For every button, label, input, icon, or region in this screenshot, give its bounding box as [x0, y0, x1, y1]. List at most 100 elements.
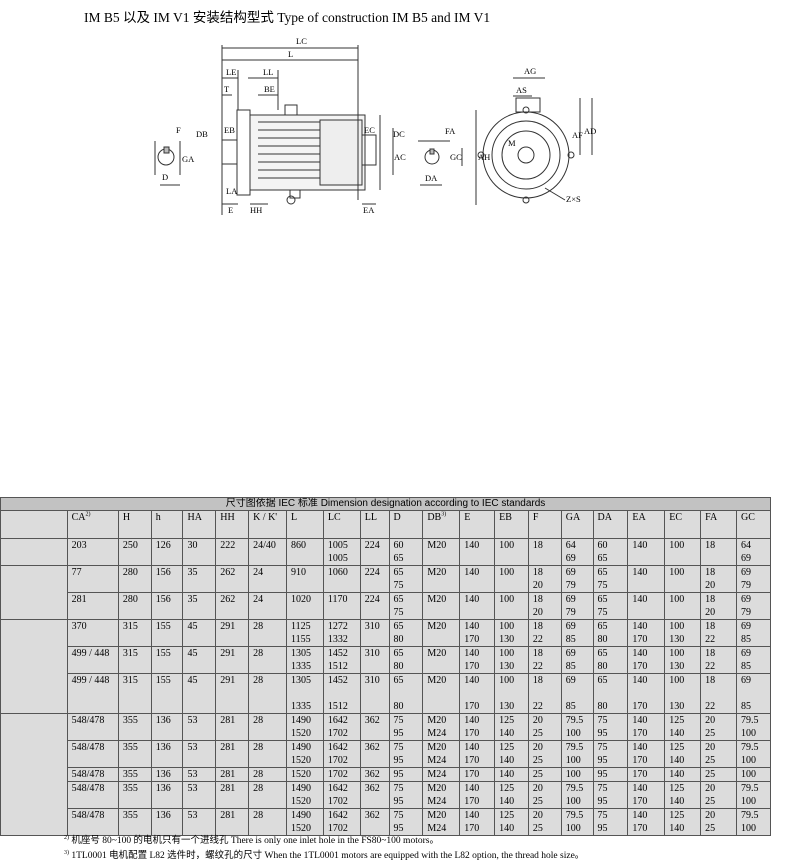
table-cell: 140 — [627, 538, 666, 566]
table-cell: 548/478 — [66, 713, 119, 741]
table-cell: 100 — [736, 767, 771, 782]
table-cell: 95 — [388, 767, 424, 782]
table-cell: 20 25 — [700, 713, 738, 741]
table-cell: 315 — [117, 619, 152, 647]
table-cell: 140 170 — [459, 740, 496, 768]
table-cell: 310 — [359, 673, 390, 714]
table-cell: 18 22 — [527, 646, 562, 674]
table-cell: 355 — [117, 713, 152, 741]
table-cell: 35 — [182, 592, 217, 620]
table-cell: 1020 — [285, 592, 324, 620]
table-cell: 1272 1332 — [322, 619, 361, 647]
table-cell: M20 — [422, 592, 461, 620]
dim-label: EC — [364, 125, 375, 135]
table-cell: 280 — [117, 565, 152, 593]
table-cell: 1305 1335 — [285, 646, 324, 674]
table-cell: M20 — [422, 646, 461, 674]
table-cell: 65 80 — [592, 673, 629, 714]
table-cell: 1490 1520 — [285, 713, 324, 741]
table-cell: 136 — [150, 740, 184, 768]
table-cell: 18 — [527, 538, 562, 566]
table-cell: 310 — [359, 619, 390, 647]
table-cell: 355 — [117, 767, 152, 782]
dim-label: DA — [425, 173, 438, 183]
table-caption: 尺寸图依据 IEC 标准 Dimension designation accor… — [0, 497, 771, 511]
table-cell: 291 — [215, 646, 250, 674]
table-cell: 362 — [359, 767, 390, 782]
table-cell: 100 — [494, 592, 529, 620]
table-cell: 125 140 — [494, 713, 529, 741]
column-header: HH — [215, 510, 250, 539]
table-cell: 1170 — [322, 592, 361, 620]
table-cell: 64 69 — [560, 538, 594, 566]
table-cell: 65 80 — [592, 619, 629, 647]
column-header: DA — [592, 510, 629, 539]
table-cell: 45 — [182, 673, 217, 714]
table-cell: 125 140 — [664, 808, 702, 836]
table-cell: 30 — [182, 538, 217, 566]
column-header: L — [285, 510, 324, 539]
table-cell: 362 — [359, 808, 390, 836]
table-cell: 1642 1702 — [322, 713, 361, 741]
table-cell: 548/478 — [66, 740, 119, 768]
table-cell: 75 95 — [388, 808, 424, 836]
table-cell: 60 65 — [388, 538, 424, 566]
table-cell: 140 — [459, 565, 496, 593]
page-title: IM B5 以及 IM V1 安装结构型式 Type of constructi… — [84, 10, 491, 25]
dim-label: EB — [224, 125, 235, 135]
column-header: GC — [736, 510, 771, 539]
table-cell: M20 M24 — [422, 740, 461, 768]
table-cell: 136 — [150, 808, 184, 836]
table-cell: 860 — [285, 538, 324, 566]
table-cell: 140 — [664, 767, 702, 782]
table-cell: 53 — [182, 767, 217, 782]
table-cell: 65 80 — [388, 619, 424, 647]
table-cell: 18 20 — [700, 565, 738, 593]
table-cell: 224 — [359, 538, 390, 566]
table-cell: 100 130 — [664, 673, 702, 714]
column-header: EA — [627, 510, 666, 539]
column-header: EC — [664, 510, 702, 539]
table-cell: 155 — [150, 646, 184, 674]
table-cell: 1642 1702 — [322, 808, 361, 836]
table-cell: 315 — [117, 673, 152, 714]
table-cell: 140 170 — [459, 619, 496, 647]
table-cell: 136 — [150, 781, 184, 809]
table-cell: 79.5 100 — [736, 740, 771, 768]
table-cell: 250 — [117, 538, 152, 566]
table-cell: 136 — [150, 767, 184, 782]
table-cell: 155 — [150, 619, 184, 647]
table-cell: M20 — [422, 538, 461, 566]
table-cell: 79.5 100 — [560, 713, 594, 741]
column-header: D — [388, 510, 424, 539]
table-cell: 125 140 — [494, 740, 529, 768]
table-cell: 65 80 — [388, 673, 424, 714]
table-cell: 65 75 — [388, 592, 424, 620]
table-cell: 291 — [215, 619, 250, 647]
table-cell: 1642 1702 — [322, 781, 361, 809]
table-cell: 20 25 — [700, 740, 738, 768]
table-cell: 28 — [248, 808, 287, 836]
dim-label: M — [508, 138, 516, 148]
table-cell: 28 — [248, 673, 287, 714]
table-cell: 370 — [66, 619, 119, 647]
table-cell: 69 85 — [560, 646, 594, 674]
table-cell: 140 170 — [459, 808, 496, 836]
table-cell: 69 79 — [560, 565, 594, 593]
table-cell: 24 — [248, 592, 287, 620]
table-cell: 75 95 — [388, 781, 424, 809]
column-header: CA2) — [66, 510, 119, 539]
table-cell: 100 130 — [494, 646, 529, 674]
table-cell: 1452 1512 — [322, 673, 361, 714]
table-cell: 75 95 — [592, 781, 629, 809]
table-cell: M24 — [422, 767, 461, 782]
table-cell: 18 22 — [700, 619, 738, 647]
table-cell: 18 22 — [527, 619, 562, 647]
table-cell: M20 M24 — [422, 713, 461, 741]
table-cell: 45 — [182, 646, 217, 674]
column-header: LL — [359, 510, 390, 539]
